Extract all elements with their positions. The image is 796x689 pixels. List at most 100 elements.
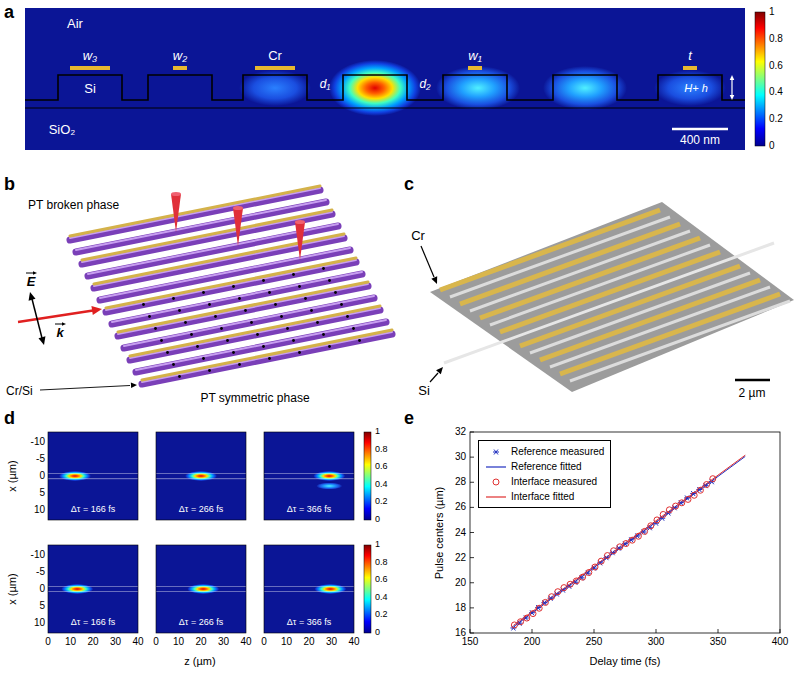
colorbar-tick: 0.2 <box>375 498 388 507</box>
waveguide-edge <box>264 473 354 474</box>
legend-row: Interface measured <box>485 474 604 489</box>
waveguide-edge <box>156 473 246 474</box>
tick-mark <box>470 582 474 583</box>
vector-label: k <box>56 326 63 340</box>
colorbar-tick: 0.6 <box>375 575 388 584</box>
field-dot <box>358 339 361 342</box>
legend-text: Interface measured <box>511 476 597 487</box>
dimension-label: d₁ <box>320 78 330 91</box>
tick-label: 32 <box>455 427 466 438</box>
field-dot <box>232 351 235 354</box>
field-map <box>48 432 138 520</box>
axis-title: z (µm) <box>184 656 215 668</box>
field-dot <box>202 357 205 360</box>
pointer-arrow <box>421 246 434 277</box>
legend-text: Reference measured <box>511 446 604 457</box>
colorbar <box>755 12 765 146</box>
colorbar-tick: 0.2 <box>375 611 388 620</box>
waveguide-rod <box>136 322 386 372</box>
tick-label: 20 <box>303 637 314 648</box>
cone-top <box>295 220 305 224</box>
tick-label: -5 <box>36 454 45 465</box>
waveguide-outline <box>25 75 745 100</box>
legend-row: Reference measured <box>485 444 604 459</box>
tick-label: 0 <box>45 637 51 648</box>
circle-marker <box>654 517 660 523</box>
tick-mark <box>470 607 474 608</box>
silicon-stripe <box>530 273 750 353</box>
colorbar <box>364 432 371 520</box>
waveguide-edge <box>156 591 246 592</box>
line-sample <box>486 496 506 497</box>
tick-label: 0 <box>39 584 45 595</box>
dimension-label: w₂ <box>173 49 187 63</box>
panel-b <box>18 186 392 390</box>
tick-label: 30 <box>218 637 229 648</box>
leader-line <box>40 386 130 391</box>
cone-top <box>171 192 181 196</box>
colorbar-tick: 0.4 <box>375 480 388 489</box>
waveguide-edge <box>156 478 246 479</box>
legend-sample <box>485 491 507 503</box>
field-dot <box>340 303 343 306</box>
substrate-line <box>25 107 745 108</box>
circle-marker <box>530 611 536 617</box>
field-dot <box>286 327 289 330</box>
field-map <box>48 545 138 633</box>
circle-marker <box>561 585 567 591</box>
colorbar-tick: 0.8 <box>375 558 388 567</box>
silicon-stripe <box>570 301 790 381</box>
field-dot <box>262 345 265 348</box>
star-marker <box>541 600 547 605</box>
field-dot <box>262 279 265 282</box>
tick-label: 250 <box>586 637 603 648</box>
chromium-stripe <box>560 294 780 374</box>
legend-row: Interface fitted <box>485 489 604 504</box>
legend-sample <box>485 446 507 458</box>
pulse-field <box>316 483 342 490</box>
circle-marker <box>542 599 548 605</box>
colorbar-tick: 0 <box>375 628 380 637</box>
mode-field <box>543 66 627 110</box>
axes-frame <box>264 432 354 520</box>
delay-label: Δτ = 266 fs <box>179 505 223 514</box>
circle-marker <box>586 570 592 576</box>
axes-frame <box>48 545 138 633</box>
circle-marker <box>685 496 691 502</box>
field-dot <box>298 351 301 354</box>
circle-marker <box>549 594 555 600</box>
axes-frame <box>156 545 246 633</box>
scale-label: 400 nm <box>680 134 720 147</box>
legend-sample <box>485 461 507 473</box>
field-dot <box>238 297 241 300</box>
circle-marker <box>623 541 629 547</box>
chromium-stripe <box>460 224 680 304</box>
legend-row: Reference fitted <box>485 459 604 474</box>
field-dot <box>178 375 181 378</box>
field-map <box>156 545 246 633</box>
scale-label: 2 µm <box>739 387 766 400</box>
cone-top <box>233 206 243 210</box>
star-marker <box>523 616 529 621</box>
panel-letter: a <box>4 3 14 22</box>
tick-label: 10 <box>65 637 76 648</box>
tick-label: 30 <box>455 452 466 463</box>
circle-marker <box>536 605 542 611</box>
circle-marker <box>511 622 517 628</box>
chromium-strip <box>70 66 110 70</box>
star-marker <box>622 541 628 546</box>
panel-letter: e <box>404 409 414 428</box>
dimension-label: w₃ <box>83 49 98 63</box>
tick-mark <box>470 633 474 634</box>
field-dot <box>208 369 211 372</box>
tick-mark <box>780 629 781 633</box>
field-dot <box>334 291 337 294</box>
silicon-stripe <box>450 217 670 297</box>
material-label: SiO₂ <box>49 123 76 137</box>
tick-label: 28 <box>455 477 466 488</box>
tick-mark <box>470 507 474 508</box>
circle-marker <box>611 548 617 554</box>
field-map <box>156 432 246 520</box>
field-arrow <box>32 299 42 338</box>
